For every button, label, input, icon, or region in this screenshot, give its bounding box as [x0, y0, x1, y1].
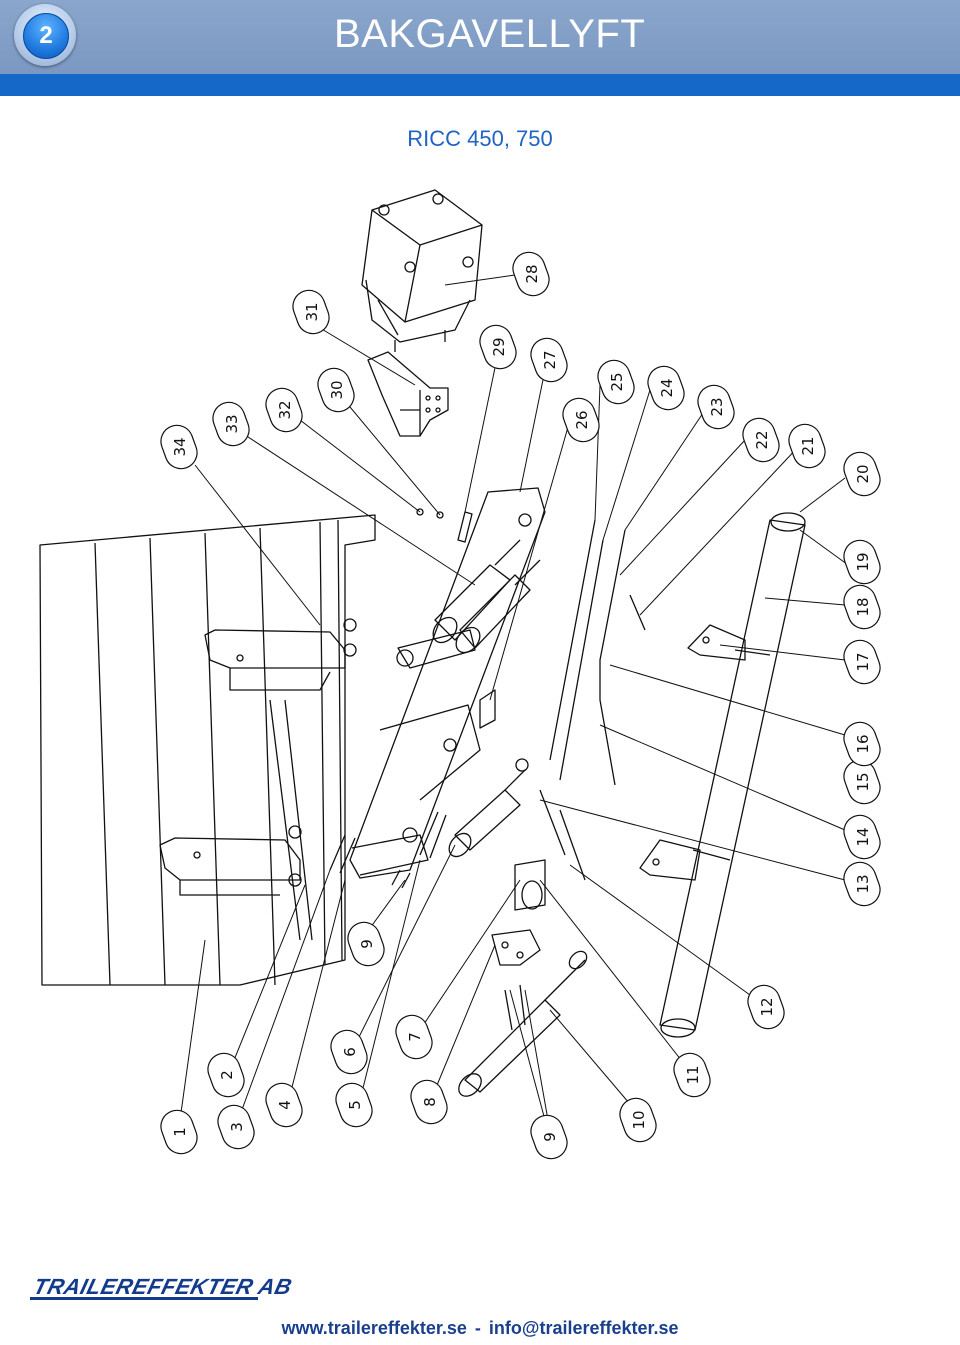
page-header	[0, 0, 960, 74]
lift-arm-drawing	[349, 487, 546, 879]
control-box-drawing	[361, 189, 483, 352]
callout-5: 5	[346, 1100, 364, 1110]
callout-11: 11	[684, 1065, 702, 1084]
callout-23: 23	[708, 397, 726, 416]
model-subtitle: RICC 450, 750	[407, 126, 553, 151]
callout-7: 7	[406, 1032, 424, 1042]
callout-19: 19	[854, 552, 872, 571]
section-number: 2	[23, 13, 69, 59]
callout-27: 27	[541, 350, 559, 369]
website-link[interactable]: www.trailereffekter.se	[281, 1318, 467, 1338]
callout-21: 21	[799, 436, 817, 455]
callout-6: 6	[341, 1047, 359, 1057]
callout-15: 15	[854, 772, 872, 791]
callout-2: 2	[218, 1070, 236, 1080]
callout-8: 8	[421, 1097, 439, 1107]
callout-30: 30	[328, 380, 346, 399]
section-badge: 2	[14, 4, 76, 66]
bracket-eight-drawing	[491, 929, 541, 966]
tailgate-panel-drawing	[39, 514, 376, 986]
fitting-seven-drawing	[514, 859, 546, 911]
callout-33: 33	[223, 414, 241, 433]
footer-contact: www.trailereffekter.se-info@trailereffek…	[0, 1318, 960, 1339]
callout-3: 3	[228, 1122, 246, 1132]
header-rule	[0, 74, 960, 96]
callout-25: 25	[608, 372, 626, 391]
main-tube-drawing	[639, 512, 806, 1038]
callout-9a: 9	[358, 939, 376, 949]
callout-20: 20	[854, 464, 872, 483]
callout-31: 31	[303, 302, 321, 321]
callout-18: 18	[854, 597, 872, 616]
callout-1: 1	[171, 1127, 189, 1137]
exploded-parts-diagram: 1 2 3 4 5 6 7 8 9 9 10 11 12 13 14 15 16…	[39, 189, 881, 1160]
callout-26: 26	[573, 410, 591, 429]
callout-10: 10	[630, 1110, 648, 1129]
bracket-drawing	[367, 351, 449, 437]
email-link[interactable]: info@trailereffekter.se	[488, 1318, 679, 1338]
callout-16: 16	[854, 734, 872, 753]
callout-32: 32	[276, 400, 294, 419]
small-parts-drawing	[416, 508, 496, 729]
callout-22: 22	[753, 430, 771, 449]
callout-24: 24	[658, 378, 676, 397]
callout-34: 34	[171, 437, 189, 456]
callout-28: 28	[523, 264, 541, 283]
callout-29: 29	[490, 337, 508, 356]
callout-9b: 9	[541, 1132, 559, 1142]
callout-13: 13	[854, 874, 872, 893]
hinge-brackets-drawing	[159, 618, 357, 896]
hydraulic-hoses-drawing	[539, 519, 646, 881]
callout-17: 17	[854, 652, 872, 671]
lower-cylinder-drawing	[448, 758, 529, 858]
upper-cylinders-drawing	[432, 539, 541, 654]
pins-drawing	[329, 811, 447, 889]
cylinder-ten-drawing	[458, 950, 588, 1097]
footer-separator: -	[474, 1318, 481, 1338]
page-title: BAKGAVELLYFT	[334, 12, 646, 56]
callout-14: 14	[854, 827, 872, 846]
logo-underline	[30, 1297, 258, 1300]
callout-12: 12	[758, 997, 776, 1016]
callout-4: 4	[276, 1100, 294, 1110]
